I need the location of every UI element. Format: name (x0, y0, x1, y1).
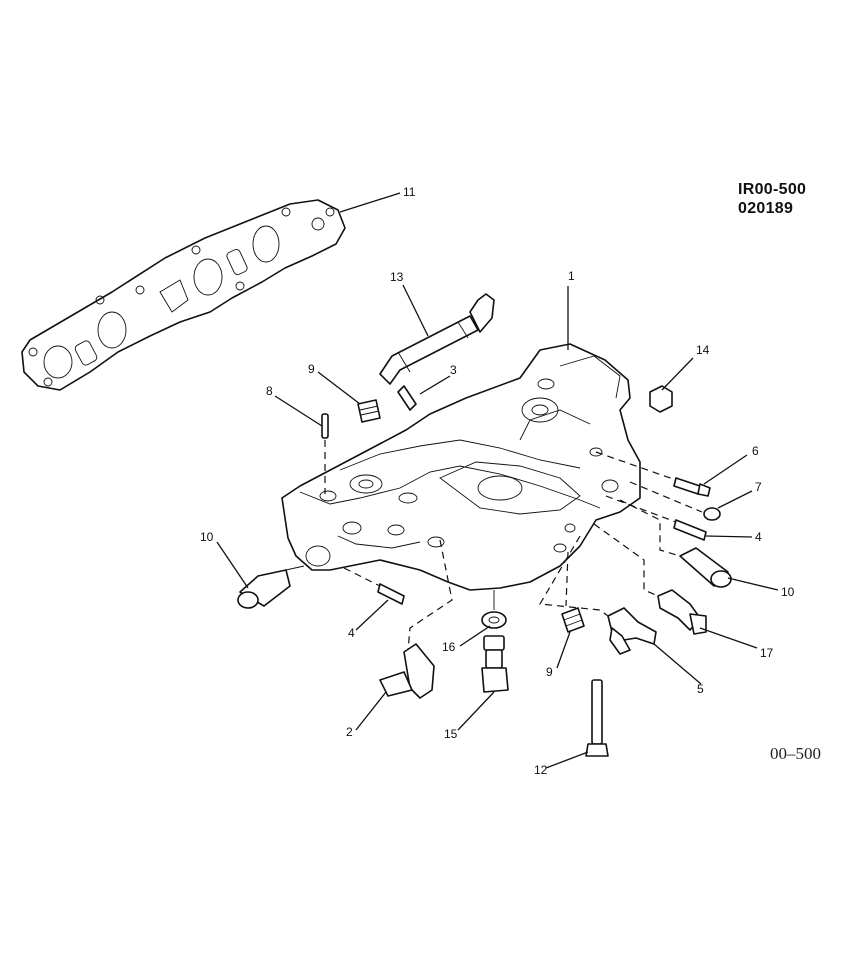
callout-6: 6 (752, 444, 759, 458)
washer-part (481, 590, 507, 629)
callout-1: 1 (568, 269, 575, 283)
callout-8: 8 (266, 384, 273, 398)
callout-16: 16 (442, 640, 456, 654)
callout-11: 11 (403, 185, 416, 199)
drawing-code-block: IR00-500 020189 (738, 180, 806, 218)
callout-4-right: 4 (755, 530, 762, 544)
sensor-part (593, 523, 707, 635)
stud-part-right (605, 495, 707, 541)
leader-lines (216, 192, 779, 769)
plug-part-lower (561, 551, 585, 633)
callout-14: 14 (696, 343, 710, 357)
nut-part-7 (629, 481, 721, 521)
sender-part (481, 635, 509, 693)
callout-2: 2 (346, 725, 353, 739)
callout-4-left: 4 (348, 626, 355, 640)
hose-part (379, 293, 495, 385)
drawing-date-code: 020189 (738, 200, 794, 217)
callout-13: 13 (390, 270, 404, 284)
sleeve-part-left (237, 565, 305, 609)
callout-12: 12 (534, 763, 548, 777)
elbow-fitting-part (379, 539, 453, 699)
tee-fitting-part (539, 535, 657, 655)
callout-10-right: 10 (781, 585, 795, 599)
intake-manifold-body (281, 343, 641, 591)
fitting-part (397, 385, 417, 411)
callout-10-left: 10 (200, 530, 214, 544)
nut-part (649, 385, 673, 413)
callout-3: 3 (450, 363, 457, 377)
plug-part-top (357, 399, 381, 423)
drawing-code: IR00-500 (738, 181, 807, 198)
gasket-part (21, 199, 346, 391)
bolt-part-6 (595, 451, 711, 497)
callout-7: 7 (755, 480, 762, 494)
sleeve-part-right (619, 499, 732, 588)
figure-reference: 00–500 (770, 744, 821, 763)
callout-15: 15 (444, 727, 458, 741)
bolt-part-12 (585, 679, 609, 757)
callout-9-lower: 9 (546, 665, 553, 679)
callout-17: 17 (760, 646, 774, 660)
callout-5: 5 (697, 682, 704, 696)
stud-part-left (343, 567, 405, 605)
callout-numbers: 11 1 13 3 9 8 14 6 7 4 10 10 4 17 16 9 5… (200, 185, 795, 777)
callout-9-top: 9 (308, 362, 315, 376)
